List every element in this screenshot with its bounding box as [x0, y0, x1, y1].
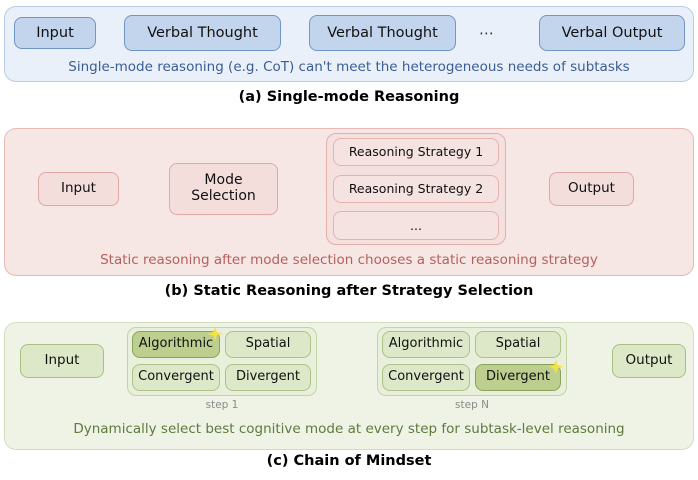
- ellipsis-a: ⋯: [479, 24, 495, 42]
- node-input-b[interactable]: Input: [38, 172, 119, 206]
- node-input-a[interactable]: Input: [14, 17, 96, 49]
- step-label-1: step 1: [205, 399, 239, 411]
- panel-a-caption: (a) Single-mode Reasoning: [238, 89, 460, 105]
- node-strategy-ellipsis[interactable]: ...: [333, 211, 499, 240]
- panel-c-inner-caption: Dynamically select best cognitive mode a…: [73, 421, 625, 437]
- node-input-c[interactable]: Input: [20, 344, 104, 378]
- step-label-n: step N: [455, 399, 489, 411]
- node-strategy-1[interactable]: Reasoning Strategy 1: [333, 138, 499, 166]
- node-output-c[interactable]: Output: [612, 344, 686, 378]
- node-strategy-2[interactable]: Reasoning Strategy 2: [333, 175, 499, 203]
- node-verbal-thought-2[interactable]: Verbal Thought: [309, 15, 456, 51]
- mode-divergent-stepn[interactable]: Divergent: [475, 364, 561, 391]
- panel-chain-of-mindset: [4, 322, 694, 450]
- mode-algorithmic-stepn[interactable]: Algorithmic: [382, 331, 470, 358]
- panel-c-caption: (c) Chain of Mindset: [266, 453, 432, 469]
- panel-b-caption: (b) Static Reasoning after Strategy Sele…: [164, 283, 534, 299]
- mode-convergent-step1[interactable]: Convergent: [132, 364, 220, 391]
- mode-divergent-step1[interactable]: Divergent: [225, 364, 311, 391]
- node-verbal-thought-1[interactable]: Verbal Thought: [124, 15, 281, 51]
- mode-algorithmic-step1[interactable]: Algorithmic: [132, 331, 220, 358]
- node-mode-selection[interactable]: Mode Selection: [169, 163, 278, 215]
- node-verbal-output[interactable]: Verbal Output: [539, 15, 685, 51]
- mode-spatial-stepn[interactable]: Spatial: [475, 331, 561, 358]
- panel-a-inner-caption: Single-mode reasoning (e.g. CoT) can't m…: [68, 59, 630, 75]
- node-output-b[interactable]: Output: [549, 172, 634, 206]
- panel-b-inner-caption: Static reasoning after mode selection ch…: [100, 252, 598, 268]
- mode-convergent-stepn[interactable]: Convergent: [382, 364, 470, 391]
- mode-spatial-step1[interactable]: Spatial: [225, 331, 311, 358]
